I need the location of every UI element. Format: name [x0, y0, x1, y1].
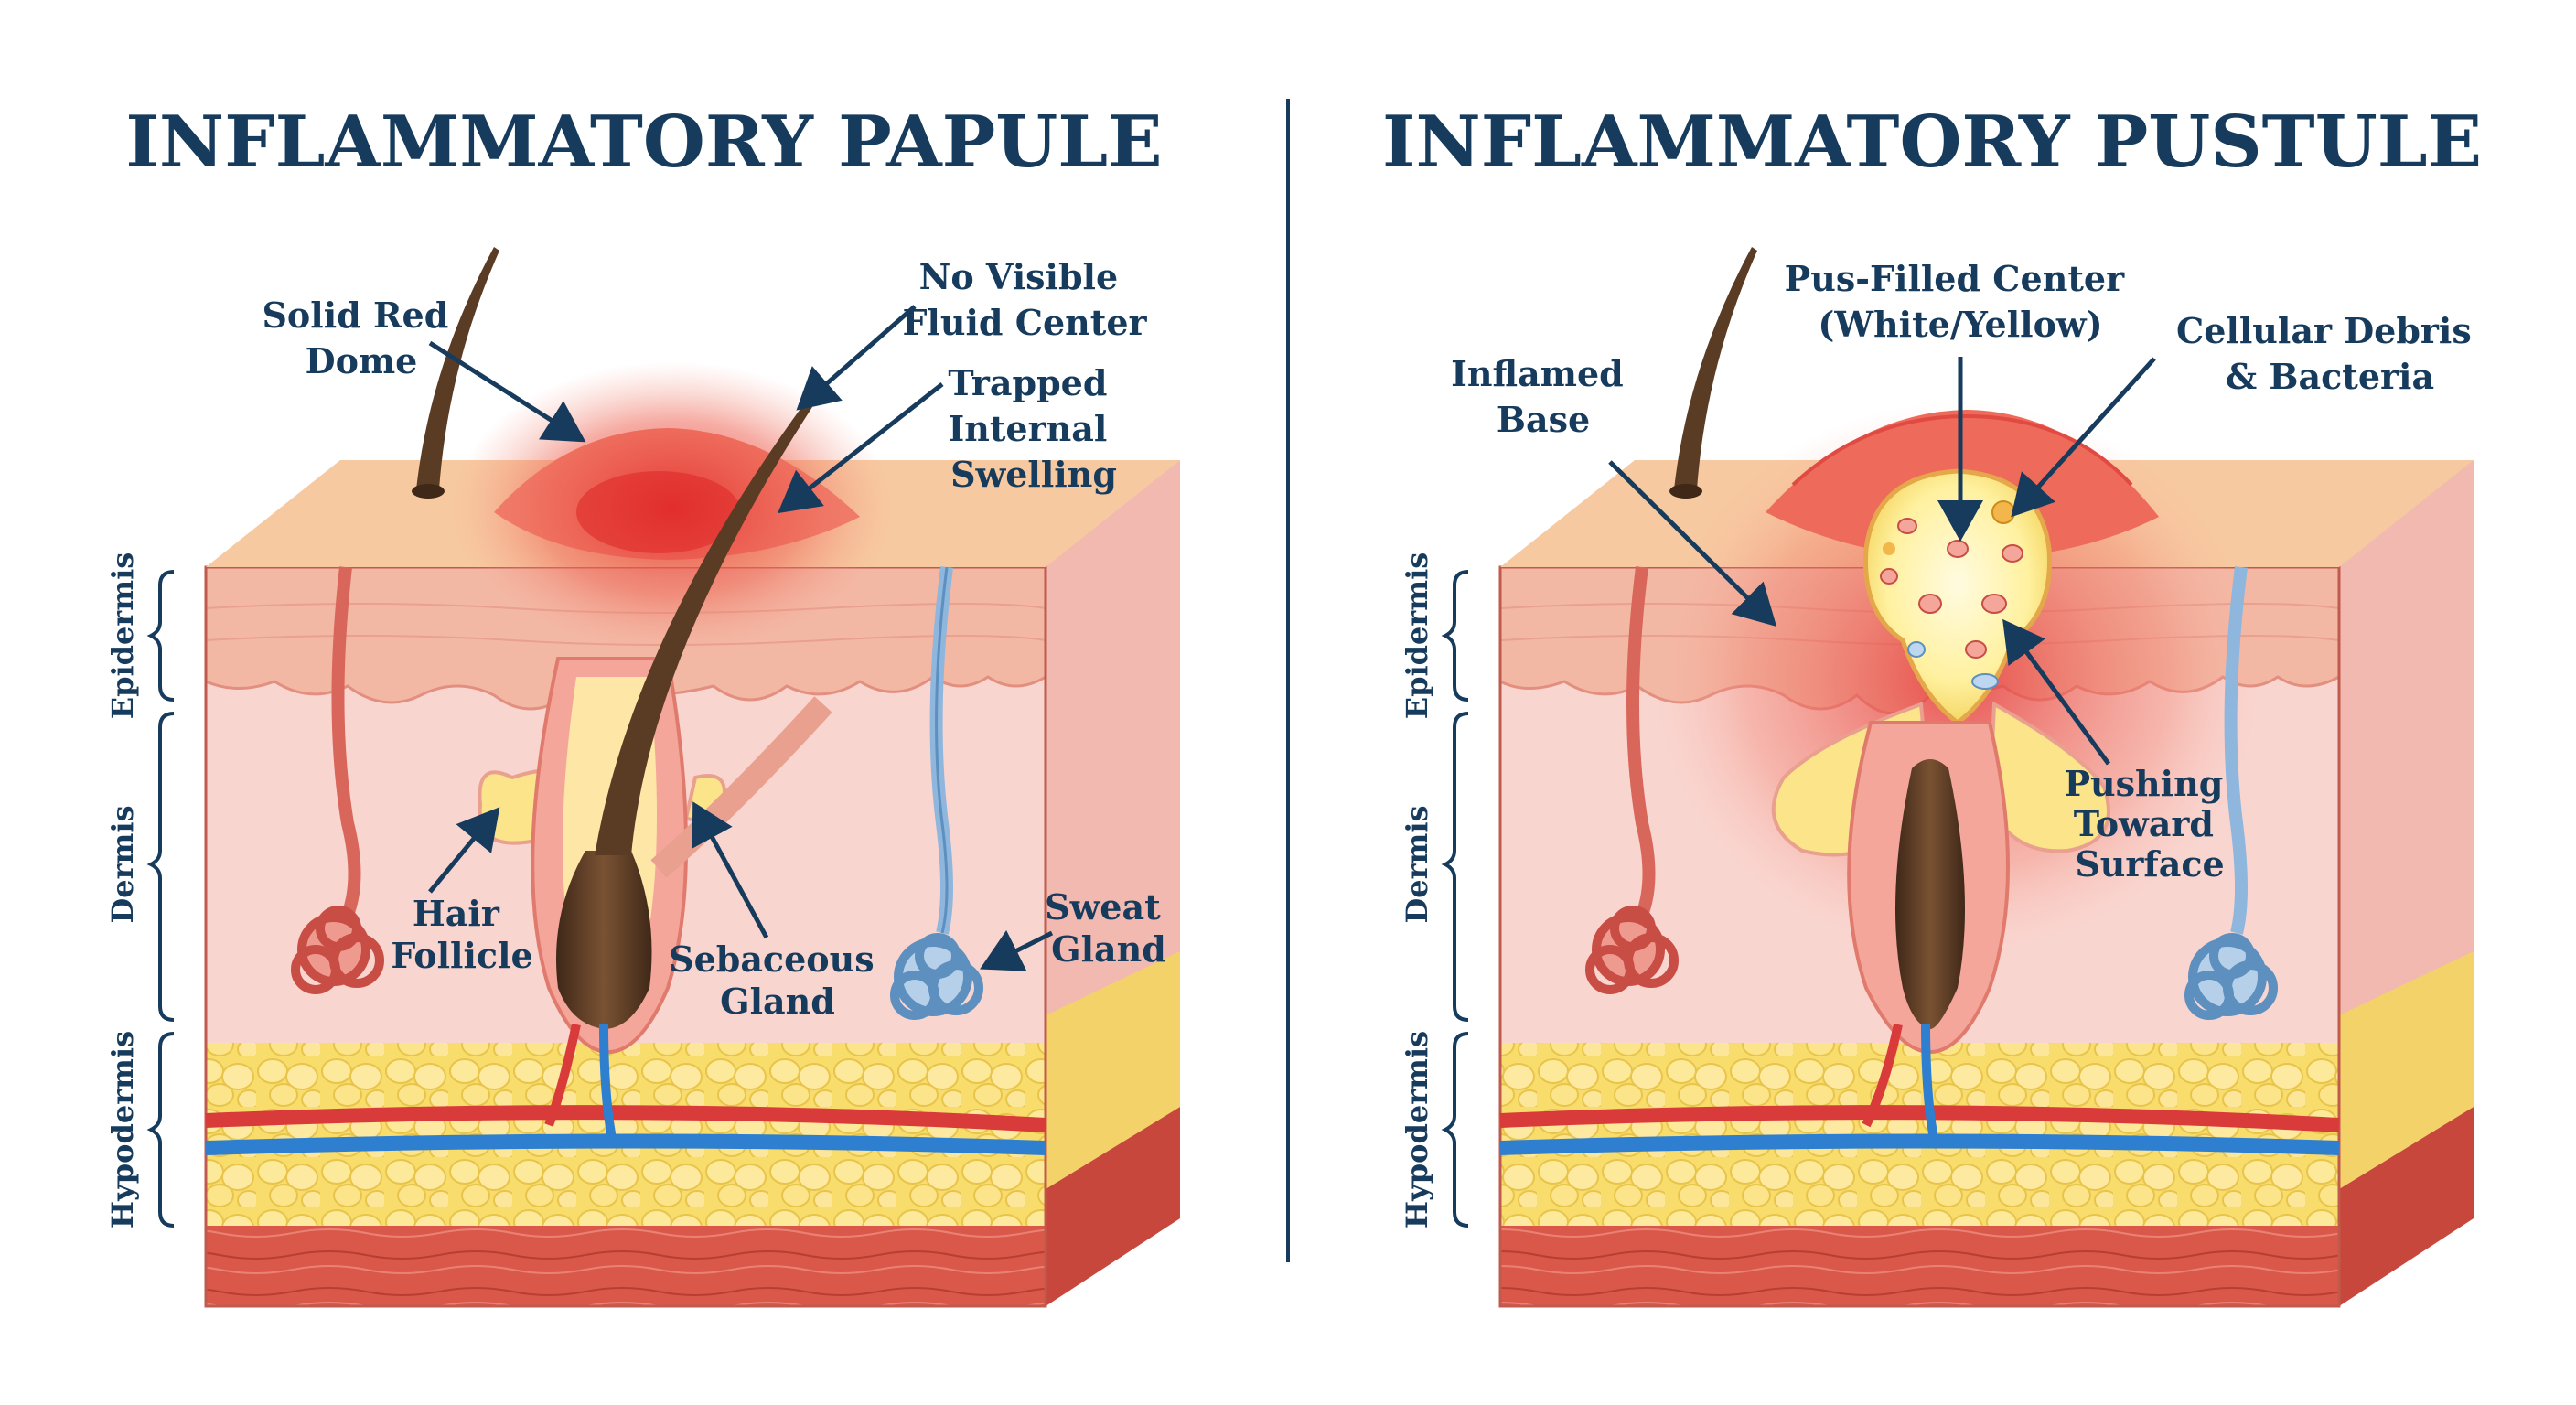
papule-layer-brackets — [146, 570, 175, 1228]
cellular-debris-bacteria — [1880, 500, 2023, 690]
papule-hair-bulb — [556, 851, 652, 1029]
papule-muscle-layer — [206, 1226, 1046, 1306]
pustule-panel: INFLAMMATORY PUSTULE — [1382, 101, 2484, 1308]
pustule-vein — [1499, 1133, 2340, 1155]
papule-vein — [205, 1133, 1046, 1155]
arrow-sweat-gland — [980, 929, 1054, 971]
pustule-dermis-label: Dermis — [1400, 806, 1434, 924]
arrow-hair-follicle — [428, 807, 500, 894]
arrow-sebaceous-gland — [692, 801, 769, 939]
papule-artery — [205, 1105, 1046, 1132]
pustule-coiled-gland-left — [1585, 906, 1679, 994]
pustule-muscle-layer — [1500, 1226, 2339, 1306]
pustule-artery — [1499, 1105, 2340, 1132]
label-hair-follicle: Hair Follicle — [391, 893, 532, 976]
label-sweat-gland: Sweat Gland — [1045, 886, 1173, 970]
label-pushing-toward-surface: Pushing Toward Surface — [2064, 763, 2235, 885]
label-inflamed-base: Inflamed Base — [1451, 353, 1636, 440]
pustule-title: INFLAMMATORY PUSTULE — [1382, 101, 2482, 184]
label-cellular-debris: Cellular Debris & Bacteria — [2176, 310, 2484, 397]
pustule-hair-bulb — [1895, 759, 1965, 1029]
pustule-sweat-gland — [2184, 933, 2278, 1020]
label-no-visible-fluid-center: No Visible Fluid Center — [902, 256, 1147, 343]
arrow-solid-red-dome — [428, 340, 586, 443]
papule-epidermis-label: Epidermis — [105, 552, 140, 720]
papule-title: INFLAMMATORY PAPULE — [125, 101, 1162, 184]
arrow-no-visible-fluid-center — [796, 305, 917, 411]
label-solid-red-dome: Solid Red Dome — [262, 295, 460, 381]
arrow-pushing-toward-surface — [2002, 618, 2111, 766]
pustule-epidermis-label: Epidermis — [1400, 552, 1434, 720]
arrow-cellular-debris — [2011, 357, 2156, 518]
papule-exterior-hair — [416, 247, 499, 489]
papule-hypodermis-label: Hypodermis — [105, 1031, 140, 1228]
label-pus-filled-center: Pus-Filled Center (White/Yellow) — [1785, 258, 2137, 345]
pustule-exterior-hair — [1674, 247, 1757, 489]
papule-hair-shaft — [595, 402, 812, 855]
pustule-layer-brackets — [1441, 570, 1469, 1228]
label-sebaceous-gland: Sebaceous Gland — [669, 938, 886, 1022]
arrow-inflamed-base — [1608, 460, 1777, 627]
papule-panel: INFLAMMATORY PAPULE — [105, 101, 1180, 1308]
papule-sweat-gland — [890, 933, 983, 1020]
arrow-trapped-internal-swelling — [778, 382, 944, 514]
papule-dermis-label: Dermis — [105, 806, 140, 924]
label-trapped-internal-swelling: Trapped Internal Swelling — [948, 362, 1119, 495]
papule-coiled-gland-left — [291, 906, 384, 994]
pustule-hypodermis-label: Hypodermis — [1400, 1031, 1434, 1228]
